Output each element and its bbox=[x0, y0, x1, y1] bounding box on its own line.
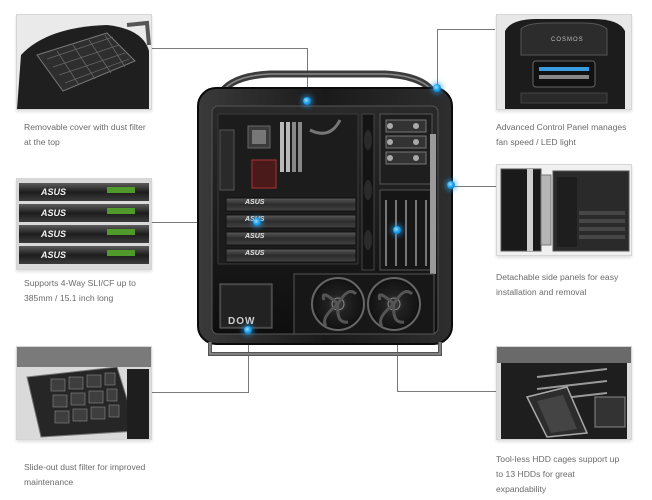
connector-side-h bbox=[452, 186, 496, 187]
thumb-hdd-cages bbox=[496, 346, 632, 440]
caption-side-panels-line2: installation and removal bbox=[496, 287, 587, 297]
pc-case-illustration bbox=[197, 70, 453, 356]
sli-card-brand-4: ASUS bbox=[41, 250, 67, 260]
gpu-brand-label-3: ASUS bbox=[245, 233, 265, 240]
hotspot-control-panel[interactable] bbox=[433, 84, 441, 92]
hotspot-dust-filter[interactable] bbox=[244, 326, 252, 334]
hotspot-sli[interactable] bbox=[253, 218, 261, 226]
caption-top-cover-line1: Removable cover with dust filter bbox=[24, 122, 146, 132]
connector-filter-v bbox=[248, 330, 249, 393]
gpu-brand-label-1: ASUS bbox=[245, 199, 265, 206]
caption-control-panel: Advanced Control Panel manages fan speed… bbox=[496, 120, 626, 150]
connector-top-cover-h bbox=[152, 48, 308, 49]
caption-hdd-cages-line3: expandability bbox=[496, 484, 547, 494]
connector-control-h bbox=[437, 29, 495, 30]
sli-card-brand-1: ASUS bbox=[41, 187, 67, 197]
sli-card-brand-2: ASUS bbox=[41, 208, 67, 218]
caption-dust-filter-line1: Slide-out dust filter for improved bbox=[24, 462, 146, 472]
thumb-dust-filter bbox=[16, 346, 152, 440]
control-panel-brand: COSMOS bbox=[551, 37, 584, 43]
connector-filter-h bbox=[152, 392, 249, 393]
caption-hdd-cages-line1: Tool-less HDD cages support up bbox=[496, 454, 620, 464]
caption-sli-line1: Supports 4-Way SLI/CF up to bbox=[24, 278, 136, 288]
thumb-control-panel: COSMOS bbox=[496, 14, 632, 110]
caption-sli-line2: 385mm / 15.1 inch long bbox=[24, 293, 114, 303]
caption-side-panels: Detachable side panels for easy installa… bbox=[496, 270, 618, 300]
gpu-brand-label-4: ASUS bbox=[245, 250, 265, 257]
thumb-side-panels bbox=[496, 164, 632, 256]
caption-dust-filter-line2: maintenance bbox=[24, 477, 74, 487]
caption-side-panels-line1: Detachable side panels for easy bbox=[496, 272, 619, 282]
connector-hdd-h bbox=[397, 391, 496, 392]
caption-hdd-cages-line2: to 13 HDDs for great bbox=[496, 469, 575, 479]
hotspot-side-panels[interactable] bbox=[447, 181, 455, 189]
psu-label: DOW bbox=[228, 316, 256, 327]
caption-control-panel-line1: Advanced Control Panel manages bbox=[496, 122, 627, 132]
sli-card-brand-3: ASUS bbox=[41, 229, 67, 239]
caption-top-cover-line2: at the top bbox=[24, 137, 60, 147]
caption-top-cover: Removable cover with dust filter at the … bbox=[24, 120, 146, 150]
hotspot-top-cover[interactable] bbox=[303, 97, 311, 105]
thumb-top-cover bbox=[16, 14, 152, 110]
connector-control-v bbox=[437, 29, 438, 86]
caption-dust-filter: Slide-out dust filter for improved maint… bbox=[24, 460, 145, 490]
caption-control-panel-line2: fan speed / LED light bbox=[496, 137, 576, 147]
hotspot-hdd-cages[interactable] bbox=[393, 226, 401, 234]
caption-hdd-cages: Tool-less HDD cages support up to 13 HDD… bbox=[496, 452, 619, 497]
caption-sli: Supports 4-Way SLI/CF up to 385mm / 15.1… bbox=[24, 276, 136, 306]
thumb-sli-cards: ASUS ASUS ASUS ASUS bbox=[16, 178, 152, 270]
